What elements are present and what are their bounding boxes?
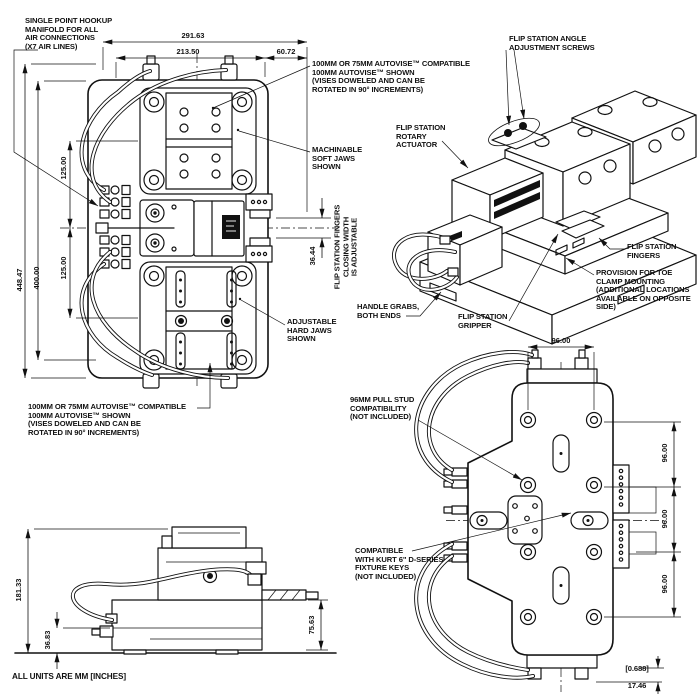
side-view: 181.33 36.83 75.63 [14, 526, 337, 669]
center-slots [552, 434, 570, 605]
dim-stud-spacing-3: 96.00 [660, 575, 669, 594]
side-base-block [111, 599, 263, 651]
side-air-hose [71, 567, 262, 622]
dim-overall-height: 448.47 [15, 269, 24, 292]
callout-flip-station-gripper: FLIP STATION GRIPPER [458, 312, 508, 330]
callout-kurt-keys: COMPATIBLE WITH KURT 6" D-SERIES FIXTURE… [355, 546, 444, 581]
dim-plate-width: 213.50 [177, 47, 200, 56]
front-top-vise [139, 87, 257, 195]
front-bottom-vise [139, 261, 257, 375]
callout-single-point-hookup: SINGLE POINT HOOKUP MANIFOLD FOR ALL AIR… [25, 16, 113, 51]
front-air-hoses [79, 68, 230, 380]
callout-pull-stud: 96MM PULL STUD COMPATIBILITY (NOT INCLUD… [350, 395, 415, 421]
callout-toe-clamp: PROVISION FOR TOE CLAMP MOUNTING (ADDITI… [596, 268, 691, 311]
front-view: 291.63 213.50 60.72 448.47 400.00 125.00… [13, 31, 336, 409]
dim-side-height: 181.33 [14, 579, 23, 602]
dim-edge-dual-units: [0.688] 17.46 [614, 656, 660, 699]
dim-finger-offset: 60.72 [277, 47, 296, 56]
callout-handle-grabs: HANDLE GRABS, BOTH ENDS [357, 302, 419, 320]
front-leaders [13, 49, 311, 409]
dim-vise-spacing-lower: 125.00 [59, 257, 68, 280]
bottom-dimensions: 96.00 96.00 96.00 96.00 [527, 336, 681, 694]
dim-stud-width: 96.00 [552, 336, 571, 345]
callout-hard-jaws: ADJUSTABLE HARD JAWS SHOWN [287, 317, 337, 343]
bottom-leaders [411, 419, 572, 552]
flip-actuator-body [193, 200, 245, 257]
fixture-key-slots [469, 511, 609, 530]
callout-soft-jaws: MACHINABLE SOFT JAWS SHOWN [312, 145, 363, 171]
iso-toe-clamp-slots [555, 237, 585, 256]
dim-side-key-height: 75.63 [307, 616, 316, 635]
side-dimensions: 181.33 36.83 75.63 [14, 528, 328, 669]
dim-hookup-height: 400.00 [32, 267, 41, 290]
callout-angle-adjustment-screws: FLIP STATION ANGLE ADJUSTMENT SCREWS [509, 34, 595, 52]
iso-angle-adjustment-screws [488, 117, 547, 150]
dim-stud-spacing-2: 96.00 [660, 510, 669, 529]
iso-gripper [427, 214, 503, 286]
actuator-label [222, 215, 240, 239]
bottom-top-fittings [526, 349, 598, 384]
dim-vise-spacing-upper: 125.00 [59, 157, 68, 180]
front-dimensions: 291.63 213.50 60.72 448.47 400.00 125.00… [15, 31, 331, 379]
callout-rotary-actuator: FLIP STATION ROTARY ACTUATOR [396, 123, 446, 149]
single-point-hookup-fitting [95, 222, 109, 234]
dim-edge-mm: 17.46 [627, 680, 647, 690]
side-key-blocks [612, 464, 657, 569]
dim-stud-spacing-1: 96.00 [660, 444, 669, 463]
soft-jaw-plate [165, 92, 233, 190]
iso-air-hoses [392, 232, 459, 292]
dim-side-base-height: 36.83 [43, 631, 52, 650]
dim-overall-width: 291.63 [182, 31, 205, 40]
units-note: ALL UNITS ARE MM [INCHES] [12, 672, 126, 681]
flip-station-fingers-front [245, 193, 273, 263]
callout-finger-closing-width: FLIP STATION FINGERS CLOSING WIDTH IS AD… [332, 204, 359, 290]
soft-jaw-screws [179, 107, 221, 179]
handle-grab-notch [617, 284, 645, 305]
callout-autovise-bottom: 100MM OR 75MM AUTOVISE™ COMPATIBLE 100MM… [28, 402, 186, 437]
callout-flip-station-fingers: FLIP STATION FINGERS [627, 242, 677, 260]
iso-leaders [406, 49, 625, 322]
iso-finger-plates [555, 210, 605, 239]
bottom-view: 96.00 96.00 96.00 96.00 [411, 336, 681, 694]
dim-finger-gap: 36.44 [308, 246, 317, 266]
isometric-view [392, 49, 697, 345]
bottom-air-hoses [414, 350, 535, 680]
pull-stud-holes [519, 411, 603, 626]
bottom-bottom-fittings [526, 654, 598, 680]
dim-edge-inches: [0.688] [625, 663, 649, 673]
center-manifold-plate [507, 495, 543, 545]
callout-autovise-top: 100MM OR 75MM AUTOVISE™ COMPATIBLE 100MM… [312, 59, 470, 94]
